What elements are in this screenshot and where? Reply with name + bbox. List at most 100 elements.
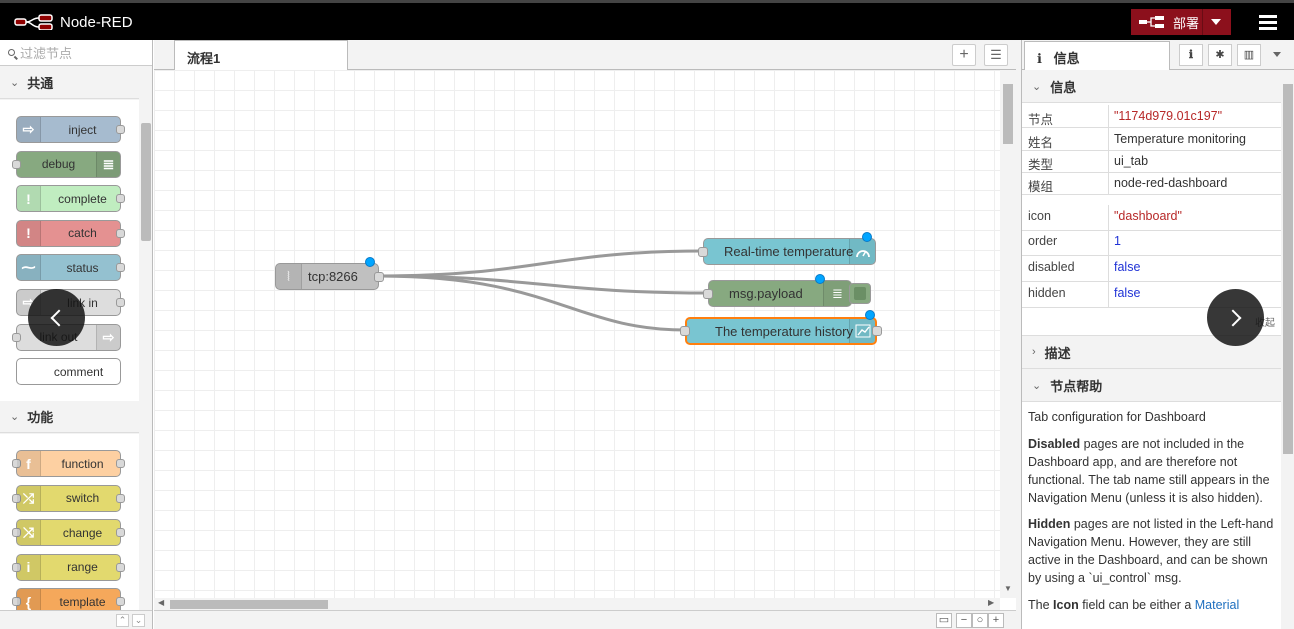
- section-info-header[interactable]: ⌄ 信息: [1022, 70, 1281, 103]
- palette-node-change[interactable]: ⤨change: [12, 519, 125, 547]
- flow-node-msg-payload[interactable]: msg.payload ≣: [703, 274, 871, 307]
- input-port: [12, 562, 21, 572]
- node-red-logo: Node-RED: [14, 10, 133, 34]
- hamburger-menu-icon[interactable]: [1259, 15, 1277, 31]
- input-port[interactable]: [680, 326, 690, 336]
- zoom-in-icon[interactable]: +: [988, 613, 1004, 628]
- flow-canvas[interactable]: ⦚ tcp:8266 Real-time temperature msg.pay…: [154, 70, 1000, 598]
- output-port[interactable]: [872, 326, 882, 336]
- output-port: [116, 459, 125, 468]
- scroll-down-icon[interactable]: ▼: [1004, 584, 1012, 593]
- property-row: 节点"1174d979.01c197": [1022, 105, 1281, 128]
- palette-scroll-thumb[interactable]: [141, 123, 151, 241]
- zoom-out-icon[interactable]: −: [956, 613, 972, 628]
- palette-node-label: status: [66, 260, 99, 275]
- debug-bug-icon[interactable]: ✱: [1208, 44, 1232, 66]
- property-value: node-red-dashboard: [1114, 176, 1228, 190]
- deploy-caret-icon[interactable]: [1211, 19, 1221, 25]
- input-port[interactable]: [698, 247, 708, 257]
- palette-node-inject[interactable]: ⇨inject: [16, 116, 125, 143]
- changed-badge: [365, 257, 375, 267]
- node-type-icon: ≣: [96, 151, 120, 177]
- palette-node-catch[interactable]: !catch: [16, 219, 125, 247]
- output-port: [116, 228, 125, 238]
- palette-node-debug[interactable]: ≣debug: [12, 150, 121, 178]
- collapse-all-icon[interactable]: ⌃: [116, 614, 129, 627]
- changed-badge: [862, 232, 872, 242]
- palette-footer: ⌃ ⌄: [0, 610, 152, 629]
- vertical-scroll-thumb[interactable]: [1003, 84, 1013, 144]
- output-port: [116, 263, 125, 273]
- deploy-button[interactable]: 部署: [1131, 9, 1231, 35]
- input-port[interactable]: [703, 289, 713, 299]
- section-title: 节点帮助: [1050, 378, 1103, 394]
- palette-node-status[interactable]: ⁓status: [16, 254, 125, 282]
- flow-node-realtime-temperature[interactable]: Real-time temperature: [698, 232, 876, 265]
- palette-node-comment[interactable]: comment: [16, 358, 121, 386]
- scroll-right-icon[interactable]: ▶: [988, 598, 995, 607]
- input-port: [12, 528, 21, 538]
- palette-node-label: inject: [68, 122, 97, 137]
- input-port: [12, 332, 21, 342]
- palette-category-function[interactable]: ⌄ 功能: [0, 401, 139, 433]
- node-red-logo-icon: [14, 14, 53, 30]
- palette-node-complete[interactable]: !complete: [16, 185, 125, 213]
- deploy-divider: [1202, 9, 1203, 35]
- workspace-footer: ▭ − ○ +: [154, 610, 1016, 629]
- output-port: [116, 597, 125, 607]
- palette-category-common[interactable]: ⌄ 共通: [0, 67, 139, 99]
- material-design-link[interactable]: Material Design: [1194, 598, 1240, 612]
- palette-scrollbar[interactable]: [139, 110, 152, 629]
- list-flows-icon[interactable]: ☰: [984, 44, 1008, 66]
- workspace: 流程1 + ☰ ⦚ tcp:8266 Real-time temperature: [154, 40, 1016, 629]
- workspace-horizontal-scrollbar[interactable]: ◀ ▶: [154, 598, 1000, 610]
- previous-arrow-button[interactable]: [28, 289, 85, 346]
- flow-node-label: Real-time temperature: [724, 244, 854, 259]
- next-arrow-button[interactable]: [1207, 289, 1264, 346]
- sidebar-tabs-dropdown-icon[interactable]: [1273, 52, 1281, 57]
- navigator-icon[interactable]: ▭: [936, 613, 952, 628]
- chevron-down-icon: ⌄: [10, 77, 20, 89]
- node-palette: 过滤节点 ⌄ 共通 ⇨inject ≣debug !complete !catch ⁓s…: [0, 40, 153, 629]
- node-type-icon: ⤮: [17, 485, 41, 511]
- output-port[interactable]: [374, 272, 384, 282]
- zoom-reset-icon[interactable]: ○: [972, 613, 988, 628]
- output-port: [116, 125, 125, 134]
- expand-all-icon[interactable]: ⌄: [132, 614, 145, 627]
- help-text: field can be either a: [1078, 598, 1195, 612]
- workspace-vertical-scrollbar[interactable]: ▼: [1000, 70, 1016, 598]
- section-node-help-header[interactable]: ⌄ 节点帮助: [1022, 369, 1281, 402]
- scroll-left-icon[interactable]: ◀: [158, 598, 165, 607]
- info-tab-icon[interactable]: ℹ: [1179, 44, 1203, 66]
- palette-node-label: switch: [65, 491, 100, 506]
- wire-tcp-realtime[interactable]: [378, 249, 705, 278]
- sidebar-scroll-thumb[interactable]: [1283, 84, 1293, 454]
- dashboard-chart-icon[interactable]: ▥: [1237, 44, 1261, 66]
- collapse-properties-link[interactable]: 收起: [1255, 318, 1275, 329]
- tab-flow1[interactable]: 流程1: [174, 40, 348, 70]
- flow-node-label: The temperature history: [715, 323, 854, 339]
- section-title: 描述: [1044, 345, 1071, 361]
- sidebar-scrollbar[interactable]: [1281, 70, 1294, 629]
- debug-toggle-button[interactable]: [849, 283, 871, 304]
- tab-info[interactable]: ℹ 信息: [1024, 41, 1170, 70]
- help-disabled-paragraph: Disabled pages are not included in the D…: [1028, 435, 1278, 507]
- chart-icon: [849, 319, 875, 343]
- help-term: Hidden: [1028, 517, 1071, 531]
- palette-search-input[interactable]: 过滤节点: [0, 40, 152, 66]
- add-flow-icon[interactable]: +: [952, 44, 976, 66]
- flow-node-temperature-history[interactable]: The temperature history: [680, 310, 882, 345]
- sidebar-separator[interactable]: [1016, 40, 1021, 629]
- changed-badge: [815, 274, 825, 284]
- palette-node-switch[interactable]: ⤮ switch: [12, 484, 125, 512]
- flow-node-tcp[interactable]: ⦚ tcp:8266: [275, 257, 384, 290]
- wire-tcp-history[interactable]: [378, 274, 687, 332]
- horizontal-scroll-thumb[interactable]: [170, 600, 328, 609]
- input-port: [12, 493, 21, 503]
